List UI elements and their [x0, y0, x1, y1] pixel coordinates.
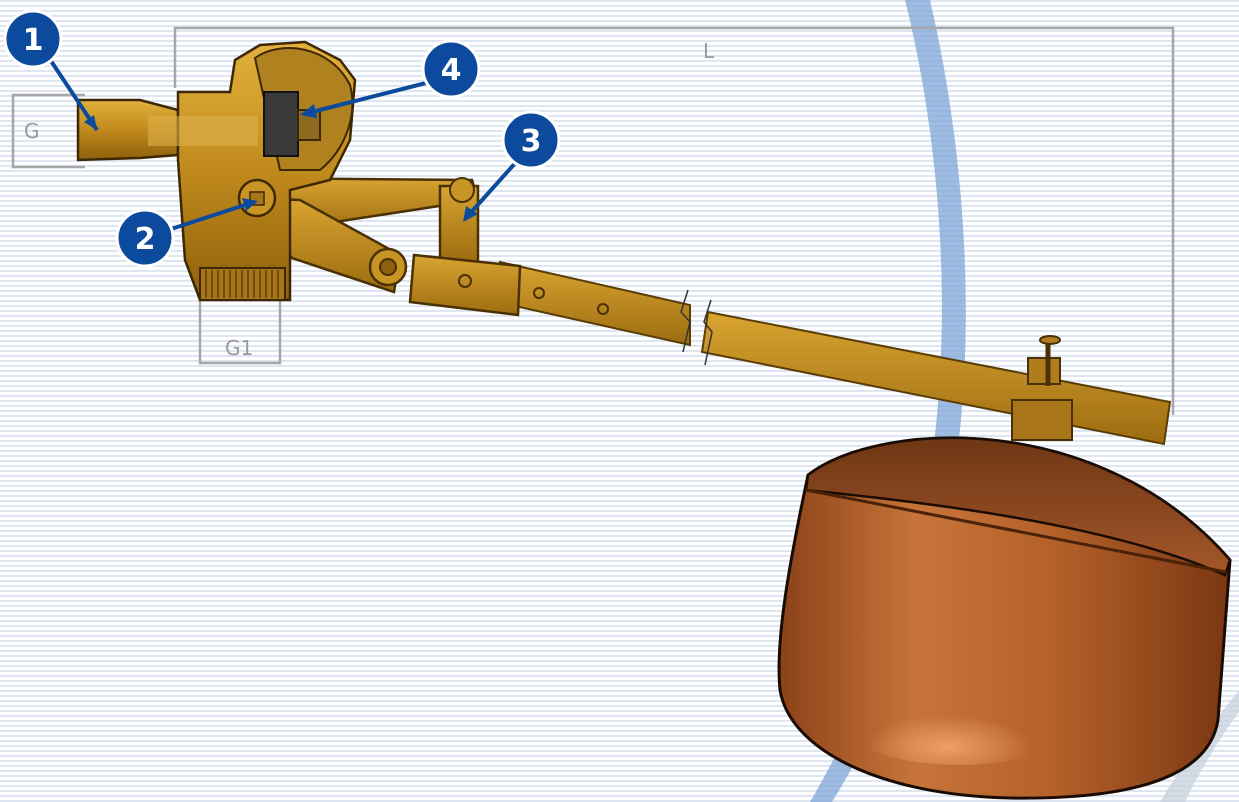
dimension-g-box: G	[11, 93, 85, 169]
valve-body	[76, 40, 357, 302]
callout-1: 1	[3, 9, 99, 132]
callout-1-label: 1	[23, 23, 44, 58]
callout-3: 3	[463, 110, 561, 222]
callout-2: 2	[115, 198, 258, 268]
dimension-g1-label: G1	[225, 336, 253, 360]
dimension-g1-box: G1	[198, 290, 282, 365]
callout-2-label: 2	[135, 222, 156, 257]
float-lever-arm	[495, 260, 1172, 446]
copper-float	[777, 436, 1232, 800]
dimension-g-label: G	[24, 119, 40, 143]
callout-4-label: 4	[441, 53, 462, 88]
dimension-l-label: L	[703, 39, 715, 63]
dimension-l-box: L	[173, 26, 1175, 415]
callout-3-label: 3	[521, 124, 542, 159]
callout-4: 4	[300, 39, 481, 118]
